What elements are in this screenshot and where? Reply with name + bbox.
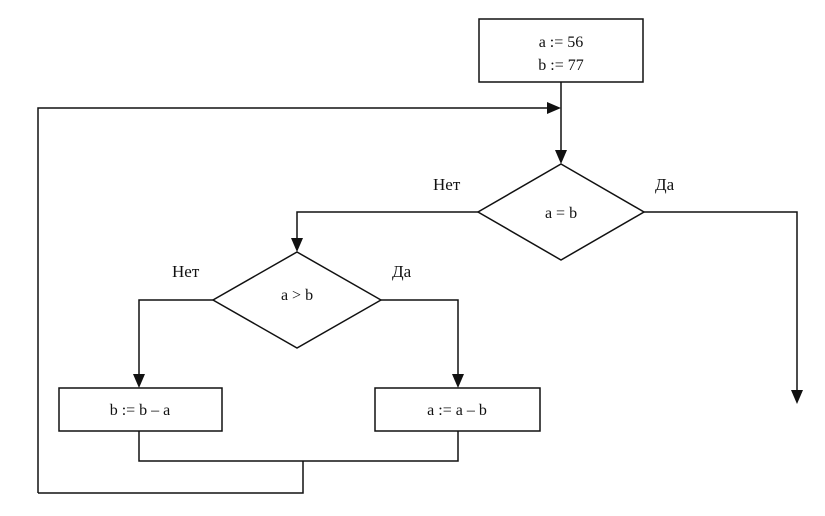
- arrowhead-into-assign-a: [452, 374, 464, 388]
- init-line-a: a := 56: [539, 34, 584, 51]
- assign-a-text: a := a – b: [427, 402, 487, 419]
- decision-greater-condition: a > b: [281, 287, 313, 304]
- arrowhead-into-equal: [555, 150, 567, 164]
- exit-line: [644, 211, 798, 392]
- merge-line: [138, 431, 459, 462]
- assign-b-box: [58, 387, 223, 432]
- decision-equal: [476, 163, 646, 261]
- decision-greater-no-label: Нет: [172, 262, 200, 281]
- decision-equal-yes-label: Да: [655, 175, 675, 194]
- decision-equal-condition: a = b: [545, 205, 577, 222]
- init-box: [478, 18, 644, 83]
- connector-greater-no: [138, 299, 213, 376]
- assign-b-text: b := b – a: [110, 402, 171, 419]
- init-line-b: b := 77: [538, 57, 583, 74]
- connector-greater-yes: [381, 299, 459, 376]
- decision-greater: [211, 251, 383, 349]
- arrowhead-into-greater: [291, 238, 303, 252]
- decision-equal-no-label: Нет: [433, 175, 461, 194]
- loop-back-line: [37, 107, 549, 493]
- arrowhead-exit: [791, 390, 803, 404]
- arrowhead-loop-back: [547, 102, 561, 114]
- connector-equal-no-to-greater: [296, 211, 478, 240]
- merge-to-loop-line: [38, 461, 304, 494]
- arrowhead-into-assign-b: [133, 374, 145, 388]
- decision-greater-yes-label: Да: [392, 262, 412, 281]
